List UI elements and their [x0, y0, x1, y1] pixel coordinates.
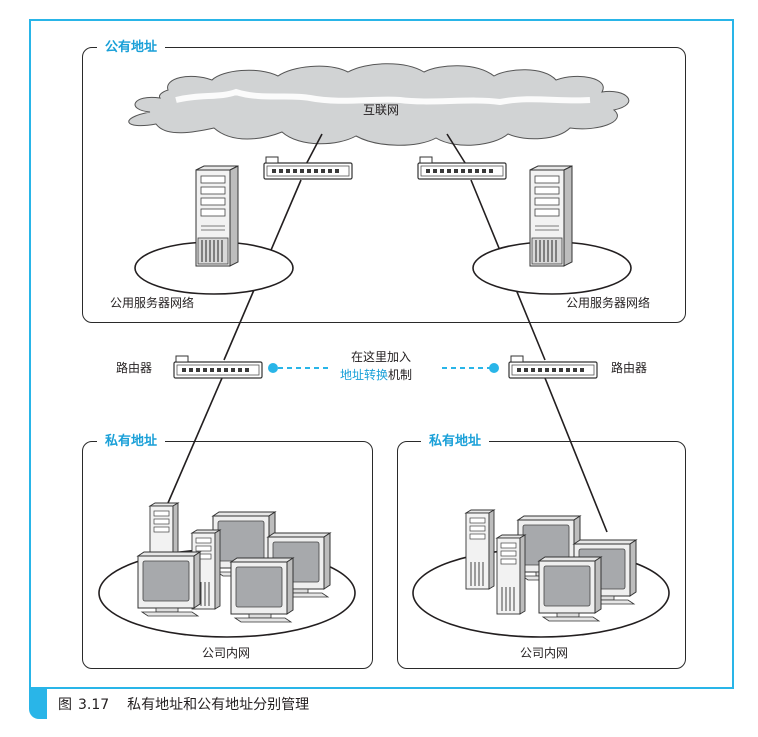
internet-label: 互联网 — [363, 103, 400, 117]
public-server-network-label-left: 公用服务器网络 — [110, 296, 195, 310]
public-address-box — [82, 47, 686, 323]
caption-accent-bar — [29, 689, 47, 719]
public-server-network-label-right: 公用服务器网络 — [566, 296, 651, 310]
caption-title: 私有地址和公有地址分别管理 — [127, 697, 310, 713]
private-address-title-right: 私有地址 — [421, 434, 490, 450]
nat-dot-right — [489, 363, 499, 373]
nat-note-rest: 机制 — [388, 368, 413, 382]
intranet-left-monitor-3-icon — [137, 551, 201, 617]
figure-frame — [29, 19, 734, 689]
nat-note-line1: 在这里加入 — [351, 350, 412, 364]
router-label-left: 路由器 — [116, 361, 153, 375]
intranet-right-server-icon — [465, 509, 495, 590]
router-left-icon — [173, 355, 263, 379]
nat-note-line2: 地址转换机制 — [340, 368, 412, 382]
private-address-title-left: 私有地址 — [97, 434, 166, 450]
nat-dot-left — [268, 363, 278, 373]
intranet-right-monitor-3-icon — [538, 556, 602, 622]
router-right-icon — [508, 355, 598, 379]
public-address-title: 公有地址 — [97, 40, 166, 56]
company-intranet-label-right: 公司内网 — [520, 646, 569, 660]
private-address-box-left — [82, 441, 373, 669]
intranet-left-monitor-4-icon — [230, 557, 294, 623]
caption-prefix: 图 — [58, 697, 72, 713]
company-intranet-label-left: 公司内网 — [202, 646, 251, 660]
caption-number: 3.17 — [78, 697, 110, 713]
internet-cloud — [128, 63, 630, 146]
public-switch-right-icon — [417, 156, 507, 180]
figure-caption: 图 3.17 私有地址和公有地址分别管理 — [58, 697, 309, 713]
intranet-right-tower-icon — [496, 534, 526, 615]
public-server-right-icon — [529, 165, 573, 267]
public-server-left-icon — [195, 165, 239, 267]
private-address-box-right — [397, 441, 686, 669]
nat-note-highlight: 地址转换 — [340, 368, 389, 382]
router-label-right: 路由器 — [611, 361, 648, 375]
